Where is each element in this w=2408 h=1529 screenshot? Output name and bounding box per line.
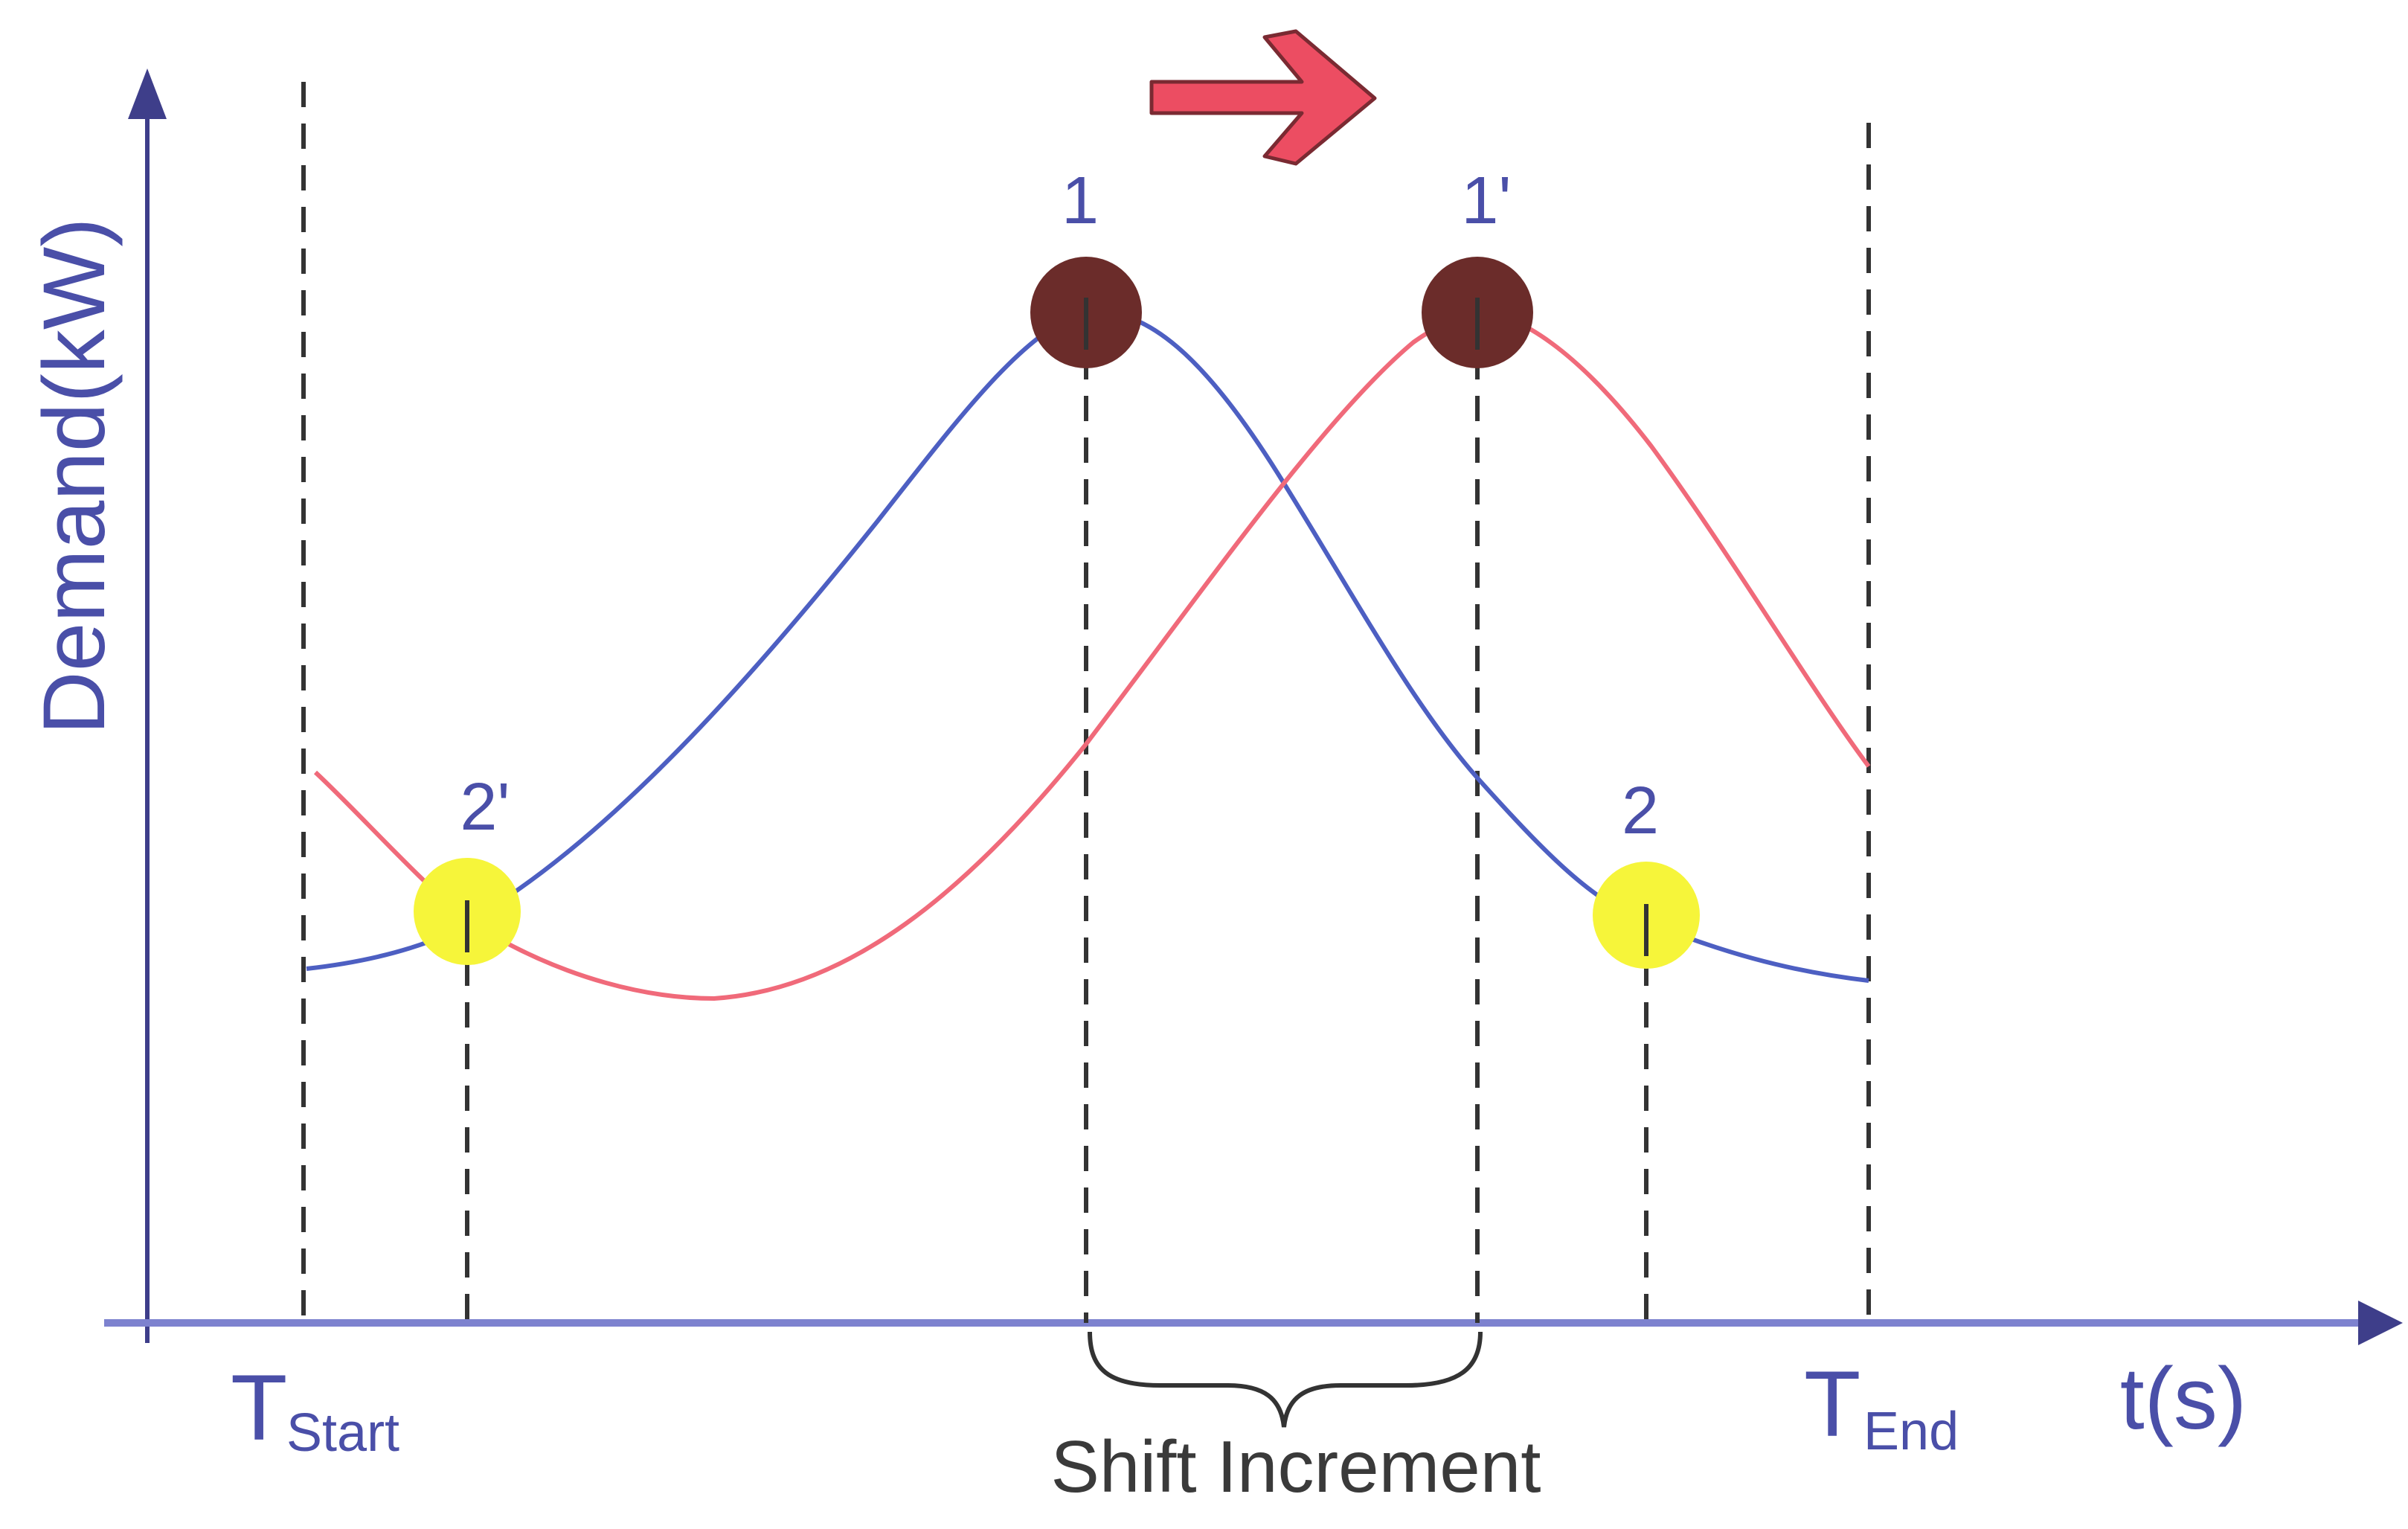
svg-text:Start: Start [286,1403,399,1463]
t-start-label: T Start [231,1356,399,1463]
y-axis [128,68,167,1343]
shifted-demand-curve [313,310,1871,1001]
x-axis-label: t(s) [2120,1350,2247,1448]
svg-text:T: T [231,1356,287,1460]
svg-text:T: T [1804,1353,1860,1456]
shift-increment-label: Shift Increment [1050,1426,1541,1507]
t-end-label: T End [1804,1353,1959,1461]
svg-text:End: End [1863,1402,1959,1461]
y-axis-label: Demand(kW) [25,218,123,735]
shift-direction-arrow [1149,29,1377,166]
x-axis [104,1301,2403,1345]
shift-increment-brace [1088,1331,1483,1428]
label-point-2: 2 [1622,774,1659,848]
dashed-guides [301,82,1871,1323]
label-point-2-shifted: 2' [460,770,510,844]
markers [414,257,1700,969]
label-point-1-shifted: 1' [1461,164,1511,238]
label-point-1: 1 [1062,164,1099,238]
